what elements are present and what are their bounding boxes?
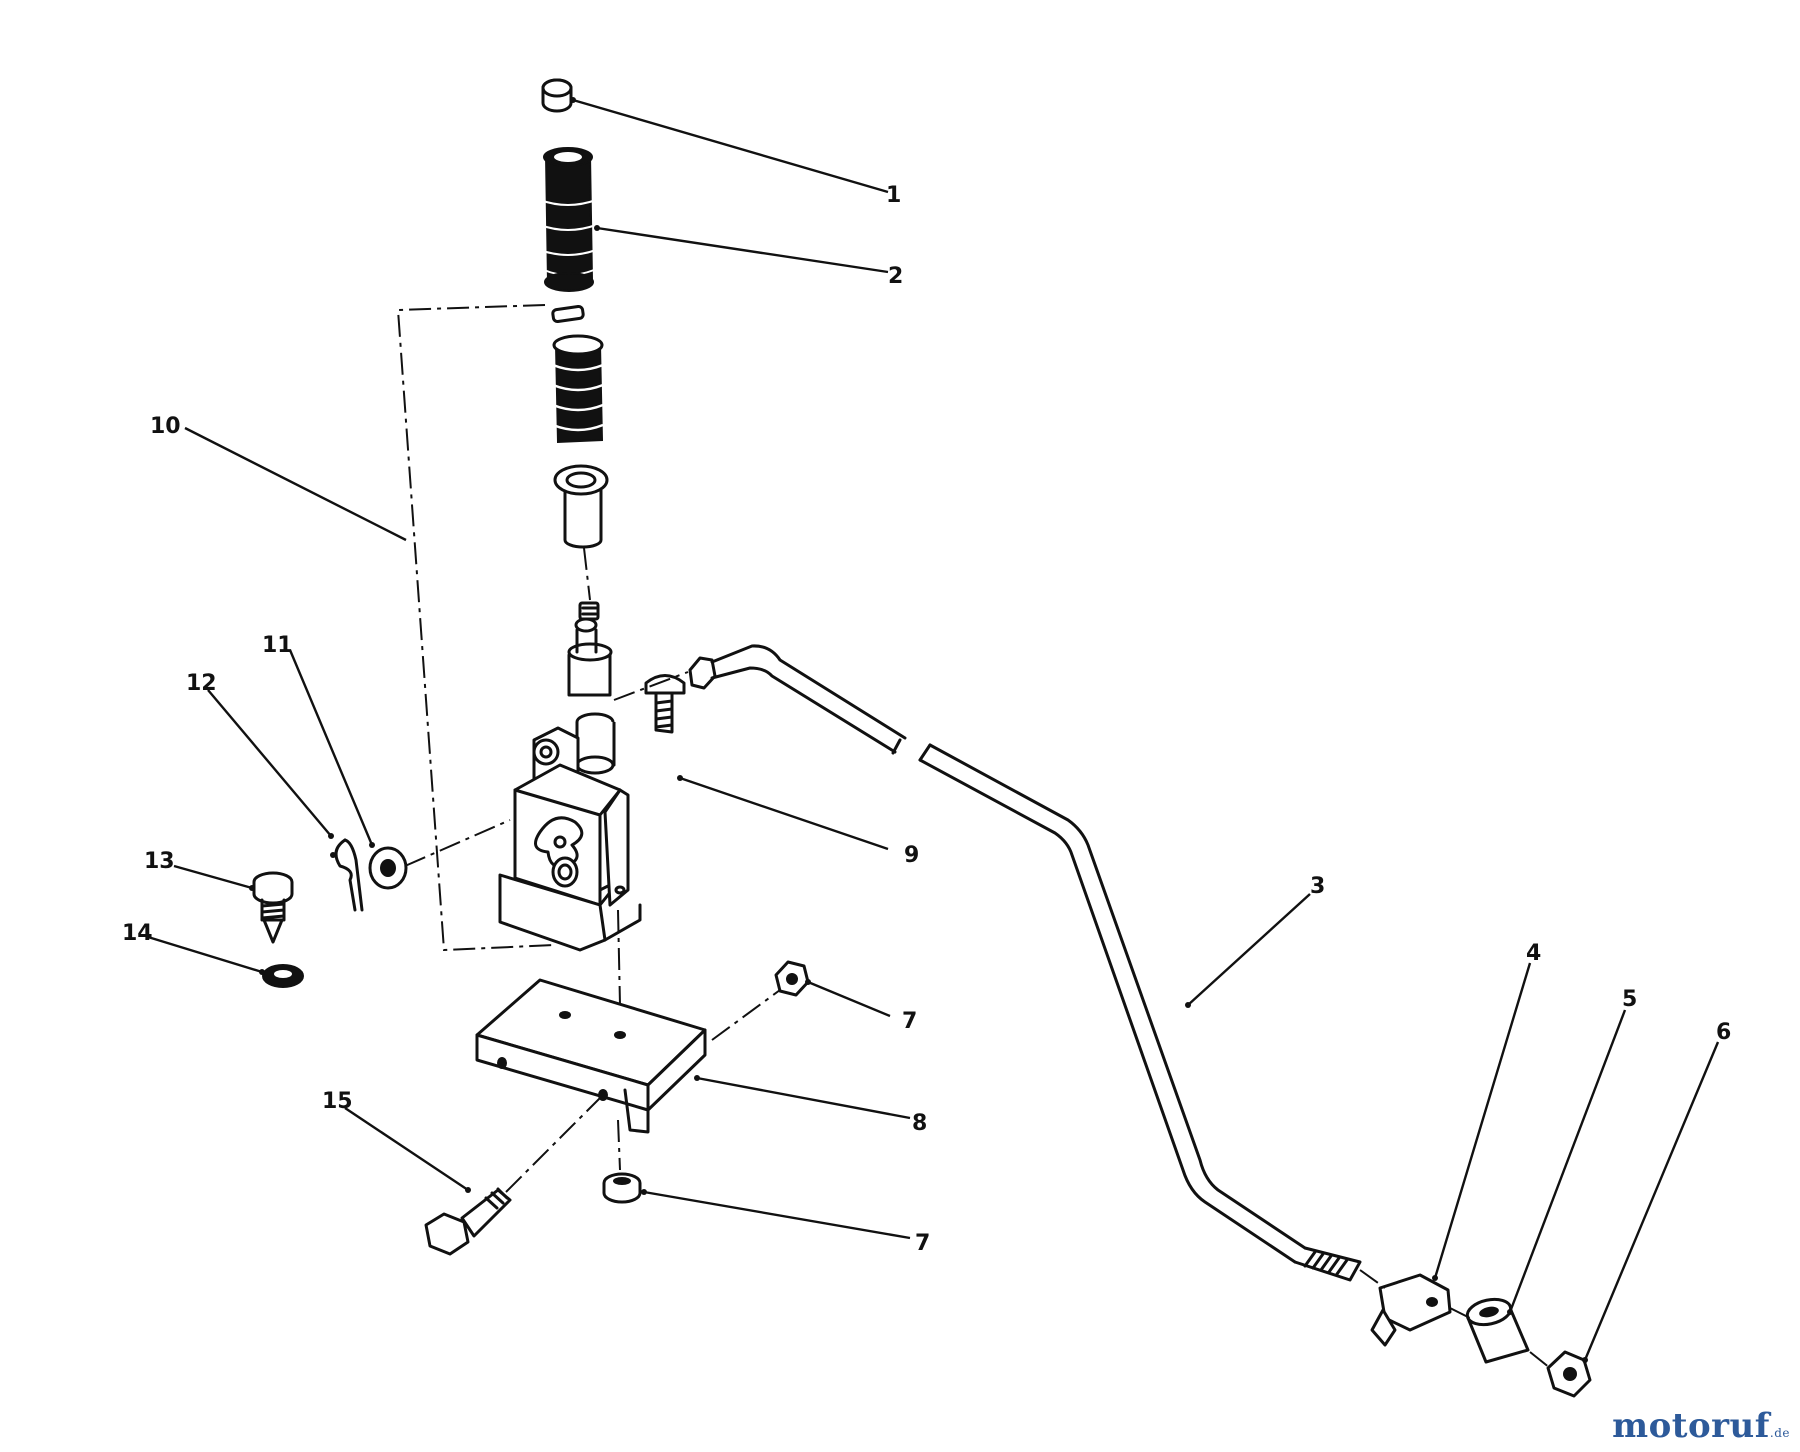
part-1-cap bbox=[541, 78, 573, 113]
part-13-screw bbox=[252, 871, 294, 944]
part-8-mounting-plate bbox=[475, 978, 707, 1134]
callout-4: 4 bbox=[1526, 941, 1541, 966]
watermark-brand: motoruf bbox=[1612, 1406, 1770, 1446]
watermark-logo: motoruf.de bbox=[1612, 1406, 1790, 1446]
part-6-hex-nut bbox=[1546, 1350, 1592, 1398]
part-4-pivot-block bbox=[1370, 1273, 1452, 1347]
leader-lines bbox=[147, 97, 1720, 1363]
callout-15: 15 bbox=[322, 1089, 353, 1114]
part-11-washer bbox=[368, 846, 408, 890]
set-screw bbox=[578, 601, 600, 621]
small-pin bbox=[551, 304, 585, 324]
callout-7-upper: 7 bbox=[902, 1009, 917, 1034]
part-10-group-bracket bbox=[396, 304, 556, 952]
callout-11: 11 bbox=[262, 633, 293, 658]
part-14-lock-washer bbox=[262, 964, 304, 988]
callout-6: 6 bbox=[1716, 1020, 1731, 1045]
pivot-bracket-assembly bbox=[498, 726, 642, 952]
callout-8: 8 bbox=[912, 1111, 927, 1136]
callout-3: 3 bbox=[1310, 874, 1325, 899]
callout-5: 5 bbox=[1622, 987, 1637, 1012]
callout-1: 1 bbox=[886, 183, 901, 208]
part-9-bolt bbox=[644, 674, 686, 734]
part-12-hairpin-clip bbox=[330, 838, 364, 912]
callout-14: 14 bbox=[122, 921, 153, 946]
watermark-tld: .de bbox=[1769, 1426, 1790, 1440]
callout-labels: 1 2 3 4 5 6 7 7 8 9 10 11 12 13 14 15 bbox=[122, 183, 1731, 1256]
callout-12: 12 bbox=[186, 671, 217, 696]
spring bbox=[552, 334, 604, 444]
callout-2: 2 bbox=[888, 264, 903, 289]
yoke-lower bbox=[575, 712, 616, 775]
callout-13: 13 bbox=[144, 849, 175, 874]
part-15-hex-bolt bbox=[424, 1187, 512, 1256]
bushing bbox=[553, 464, 609, 549]
callout-10: 10 bbox=[150, 414, 181, 439]
part-2-boot bbox=[539, 147, 597, 292]
part-7-nut-upper bbox=[774, 960, 810, 997]
axis-line-upper bbox=[583, 547, 591, 601]
part-3-control-rod bbox=[688, 644, 1362, 1282]
callout-7-lower: 7 bbox=[915, 1231, 930, 1256]
callout-9: 9 bbox=[904, 843, 919, 868]
yoke-upper bbox=[567, 617, 613, 697]
alignment-lines bbox=[404, 671, 1551, 1369]
part-7-nut-lower bbox=[602, 1172, 642, 1204]
part-5-spacer bbox=[1465, 1297, 1530, 1364]
